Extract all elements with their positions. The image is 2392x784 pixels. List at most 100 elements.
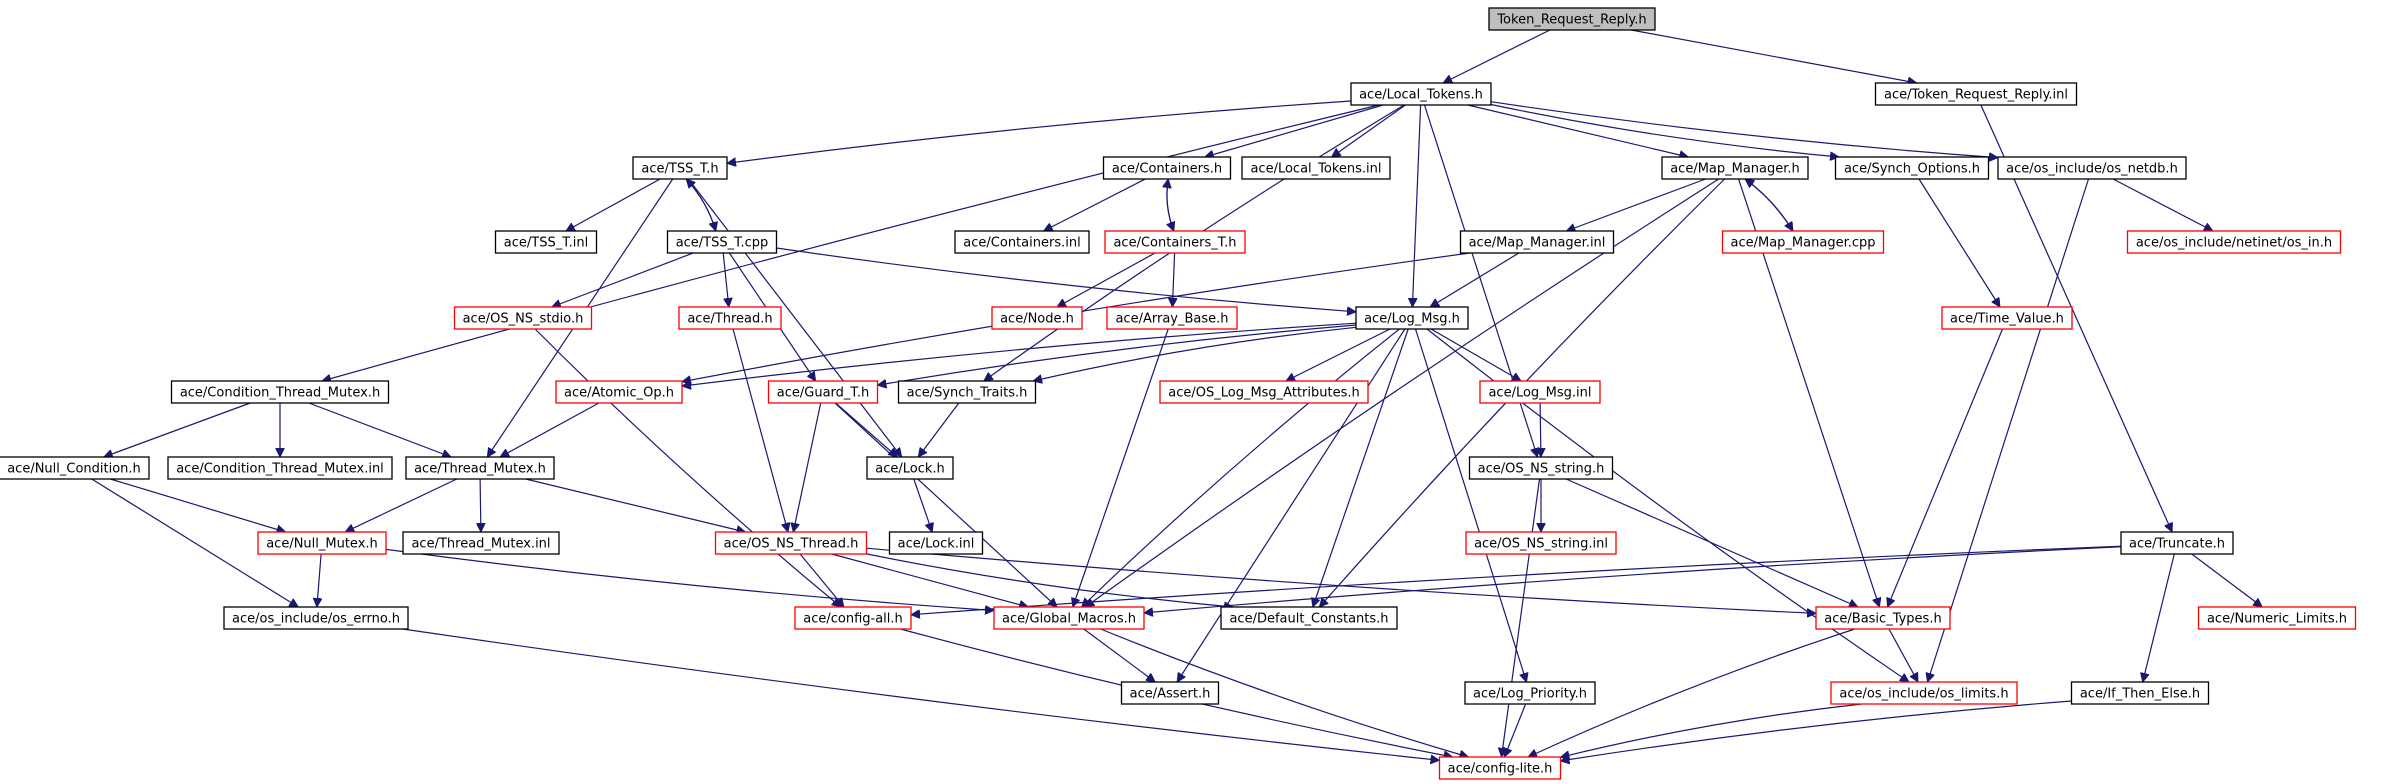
node-node-h[interactable]: ace/Node.h	[991, 306, 1083, 330]
edge-synch-options-h-to-time-value-h	[1918, 178, 2000, 307]
node-if-then-else-h[interactable]: ace/If_Then_Else.h	[2070, 681, 2210, 705]
edge-null-condition-h-to-os-errno-h	[91, 478, 299, 607]
node-box	[1488, 7, 1656, 31]
node-box	[555, 380, 683, 404]
node-condition-thread-mutex-inl[interactable]: ace/Condition_Thread_Mutex.inl	[167, 456, 393, 480]
node-global-macros-h[interactable]: ace/Global_Macros.h	[993, 606, 1145, 630]
node-box	[1355, 306, 1469, 330]
node-root[interactable]: Token_Request_Reply.h	[1488, 7, 1656, 31]
node-label: ace/Assert.h	[1130, 687, 1211, 702]
node-label: ace/Synch_Options.h	[1844, 162, 1980, 177]
edge-log-msg-h-to-atomic-op-h	[682, 322, 1357, 386]
node-tss-t-h[interactable]: ace/TSS_T.h	[632, 156, 728, 180]
node-os-ns-string-inl[interactable]: ace/OS_NS_string.inl	[1465, 531, 1617, 555]
node-os-limits-h[interactable]: ace/os_include/os_limits.h	[1830, 681, 2018, 705]
edge-null-condition-h-to-null-mutex-h	[110, 478, 285, 532]
node-box	[2120, 531, 2234, 555]
edge-guard-t-h-to-os-ns-thread-h	[793, 402, 822, 532]
edge-map-manager-cpp-to-map-manager-h	[1745, 179, 1794, 232]
node-os-ns-string-h[interactable]: ace/OS_NS_string.h	[1468, 456, 1614, 480]
node-map-manager-inl[interactable]: ace/Map_Manager.inl	[1459, 230, 1615, 254]
node-lock-h[interactable]: ace/Lock.h	[866, 456, 954, 480]
node-label: ace/Log_Msg.inl	[1488, 386, 1591, 401]
node-thread-h[interactable]: ace/Thread.h	[678, 306, 782, 330]
node-box	[1438, 756, 1562, 780]
node-containers-t-h[interactable]: ace/Containers_T.h	[1104, 230, 1246, 254]
node-null-condition-h[interactable]: ace/Null_Condition.h	[0, 456, 150, 480]
node-box	[1241, 156, 1391, 180]
node-condition-thread-mutex-h[interactable]: ace/Condition_Thread_Mutex.h	[170, 380, 390, 404]
node-os-ns-stdio-h[interactable]: ace/OS_NS_stdio.h	[453, 306, 593, 330]
node-label: ace/Condition_Thread_Mutex.inl	[176, 462, 384, 477]
edge-condition-thread-mutex-h-to-thread-mutex-h	[308, 402, 451, 457]
edge-log-msg-h-to-global-macros-h	[1082, 328, 1400, 607]
edge-containers-t-h-to-containers-h	[1167, 179, 1175, 232]
node-log-msg-h[interactable]: ace/Log_Msg.h	[1355, 306, 1469, 330]
node-os-netdb-h[interactable]: ace/os_include/os_netdb.h	[1997, 156, 2187, 180]
edge-global-macros-h-to-config-lite-h	[1100, 628, 1469, 757]
node-array-base-h[interactable]: ace/Array_Base.h	[1106, 306, 1238, 330]
node-local-tokens-h[interactable]: ace/Local_Tokens.h	[1350, 82, 1492, 106]
node-label: ace/Lock.inl	[898, 537, 975, 552]
node-box	[954, 230, 1090, 254]
node-log-priority-h[interactable]: ace/Log_Priority.h	[1464, 681, 1596, 705]
node-basic-types-h[interactable]: ace/Basic_Types.h	[1815, 606, 1951, 630]
node-synch-options-h[interactable]: ace/Synch_Options.h	[1834, 156, 1990, 180]
node-numeric-limits-h[interactable]: ace/Numeric_Limits.h	[2197, 606, 2357, 630]
edge-truncate-h-to-if-then-else-h	[2143, 553, 2175, 682]
node-tss-t-inl[interactable]: ace/TSS_T.inl	[494, 230, 598, 254]
node-label: ace/TSS_T.cpp	[676, 236, 769, 251]
node-box	[1102, 156, 1232, 180]
edge-tss-t-cpp-to-tss-t-h	[686, 179, 717, 232]
edge-thread-mutex-h-to-os-ns-thread-h	[525, 478, 746, 532]
node-map-manager-cpp[interactable]: ace/Map_Manager.cpp	[1721, 230, 1885, 254]
node-containers-inl[interactable]: ace/Containers.inl	[954, 230, 1090, 254]
node-box	[1104, 230, 1246, 254]
node-map-manager-h[interactable]: ace/Map_Manager.h	[1661, 156, 1809, 180]
node-guard-t-h[interactable]: ace/Guard_T.h	[767, 380, 879, 404]
node-label: ace/Thread.h	[687, 312, 772, 327]
edge-null-mutex-h-to-global-macros-h	[385, 548, 994, 610]
edge-local-tokens-h-to-log-msg-h	[1412, 104, 1422, 307]
edge-os-ns-thread-h-to-global-macros-h	[831, 553, 1028, 607]
node-os-errno-h[interactable]: ace/os_include/os_errno.h	[223, 606, 409, 630]
node-null-mutex-h[interactable]: ace/Null_Mutex.h	[257, 531, 387, 555]
node-box	[1159, 380, 1369, 404]
node-thread-mutex-inl[interactable]: ace/Thread_Mutex.inl	[402, 531, 560, 555]
node-box	[2126, 230, 2342, 254]
edge-truncate-h-to-numeric-limits-h	[2191, 553, 2263, 607]
node-box	[167, 456, 393, 480]
node-os-log-msg-attributes-h[interactable]: ace/OS_Log_Msg_Attributes.h	[1159, 380, 1369, 404]
edge-null-mutex-h-to-os-errno-h	[317, 553, 321, 607]
node-os-ns-thread-h[interactable]: ace/OS_NS_Thread.h	[714, 531, 868, 555]
node-containers-h[interactable]: ace/Containers.h	[1102, 156, 1232, 180]
node-label: ace/Default_Constants.h	[1229, 612, 1388, 627]
node-truncate-h[interactable]: ace/Truncate.h	[2120, 531, 2234, 555]
node-thread-mutex-h[interactable]: ace/Thread_Mutex.h	[405, 456, 555, 480]
node-log-msg-inl[interactable]: ace/Log_Msg.inl	[1479, 380, 1601, 404]
node-tss-t-cpp[interactable]: ace/TSS_T.cpp	[666, 230, 778, 254]
node-box	[794, 606, 912, 630]
node-box	[1815, 606, 1951, 630]
node-os-netinet-in-h[interactable]: ace/os_include/netinet/os_in.h	[2126, 230, 2342, 254]
node-config-all-h[interactable]: ace/config-all.h	[794, 606, 912, 630]
node-time-value-h[interactable]: ace/Time_Value.h	[1941, 306, 2073, 330]
node-default-constants-h[interactable]: ace/Default_Constants.h	[1220, 606, 1398, 630]
node-label: ace/OS_NS_stdio.h	[463, 312, 584, 327]
edge-condition-thread-mutex-h-to-null-condition-h	[104, 402, 251, 457]
node-box	[1721, 230, 1885, 254]
node-label: ace/config-all.h	[803, 612, 903, 627]
edge-tss-t-h-to-tss-t-inl	[566, 178, 661, 232]
node-config-lite-h[interactable]: ace/config-lite.h	[1438, 756, 1562, 780]
node-assert-h[interactable]: ace/Assert.h	[1120, 681, 1220, 705]
edge-if-then-else-h-to-config-lite-h	[1561, 700, 2072, 761]
node-lock-inl[interactable]: ace/Lock.inl	[888, 531, 984, 555]
node-trr-inl[interactable]: ace/Token_Request_Reply.inl	[1874, 82, 2078, 106]
node-local-tokens-inl[interactable]: ace/Local_Tokens.inl	[1241, 156, 1391, 180]
edge-log-msg-h-to-log-msg-inl	[1430, 328, 1521, 382]
node-atomic-op-h[interactable]: ace/Atomic_Op.h	[555, 380, 683, 404]
node-synch-traits-h[interactable]: ace/Synch_Traits.h	[897, 380, 1037, 404]
node-label: ace/Local_Tokens.inl	[1250, 162, 1381, 177]
edge-tss-t-h-to-tss-t-cpp	[685, 178, 716, 231]
node-box	[897, 380, 1037, 404]
